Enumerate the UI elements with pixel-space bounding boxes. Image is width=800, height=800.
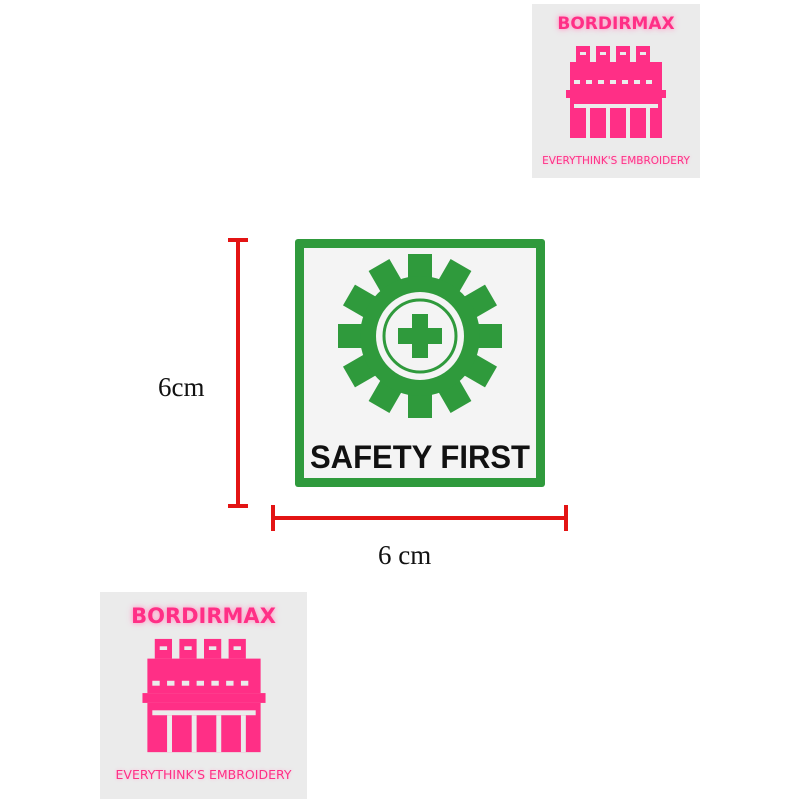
safety-first-patch: SAFETY FIRST: [295, 239, 545, 487]
height-label: 6cm: [158, 372, 205, 402]
logo-brand-name: BORDIRMAX: [557, 14, 675, 34]
patch-text: SAFETY FIRST: [310, 439, 530, 475]
logo-brand-name: BORDIRMAX: [131, 604, 276, 628]
logo-tagline: EVERYTHINK'S EMBROIDERY: [115, 767, 292, 782]
logo-tagline: EVERYTHINK'S EMBROIDERY: [542, 155, 690, 167]
width-label: 6 cm: [378, 540, 432, 570]
embroidery-machine-icon: [142, 638, 266, 753]
embroidery-machine-icon: [566, 46, 666, 138]
bordirmax-logo-top: BORDIRMAX EVERYTHINK'S EMBROIDERY: [532, 4, 700, 178]
bordirmax-logo-bottom: BORDIRMAX EVERYTHINK'S EMBROIDERY: [100, 592, 307, 799]
gear-cross-icon: [338, 254, 502, 418]
